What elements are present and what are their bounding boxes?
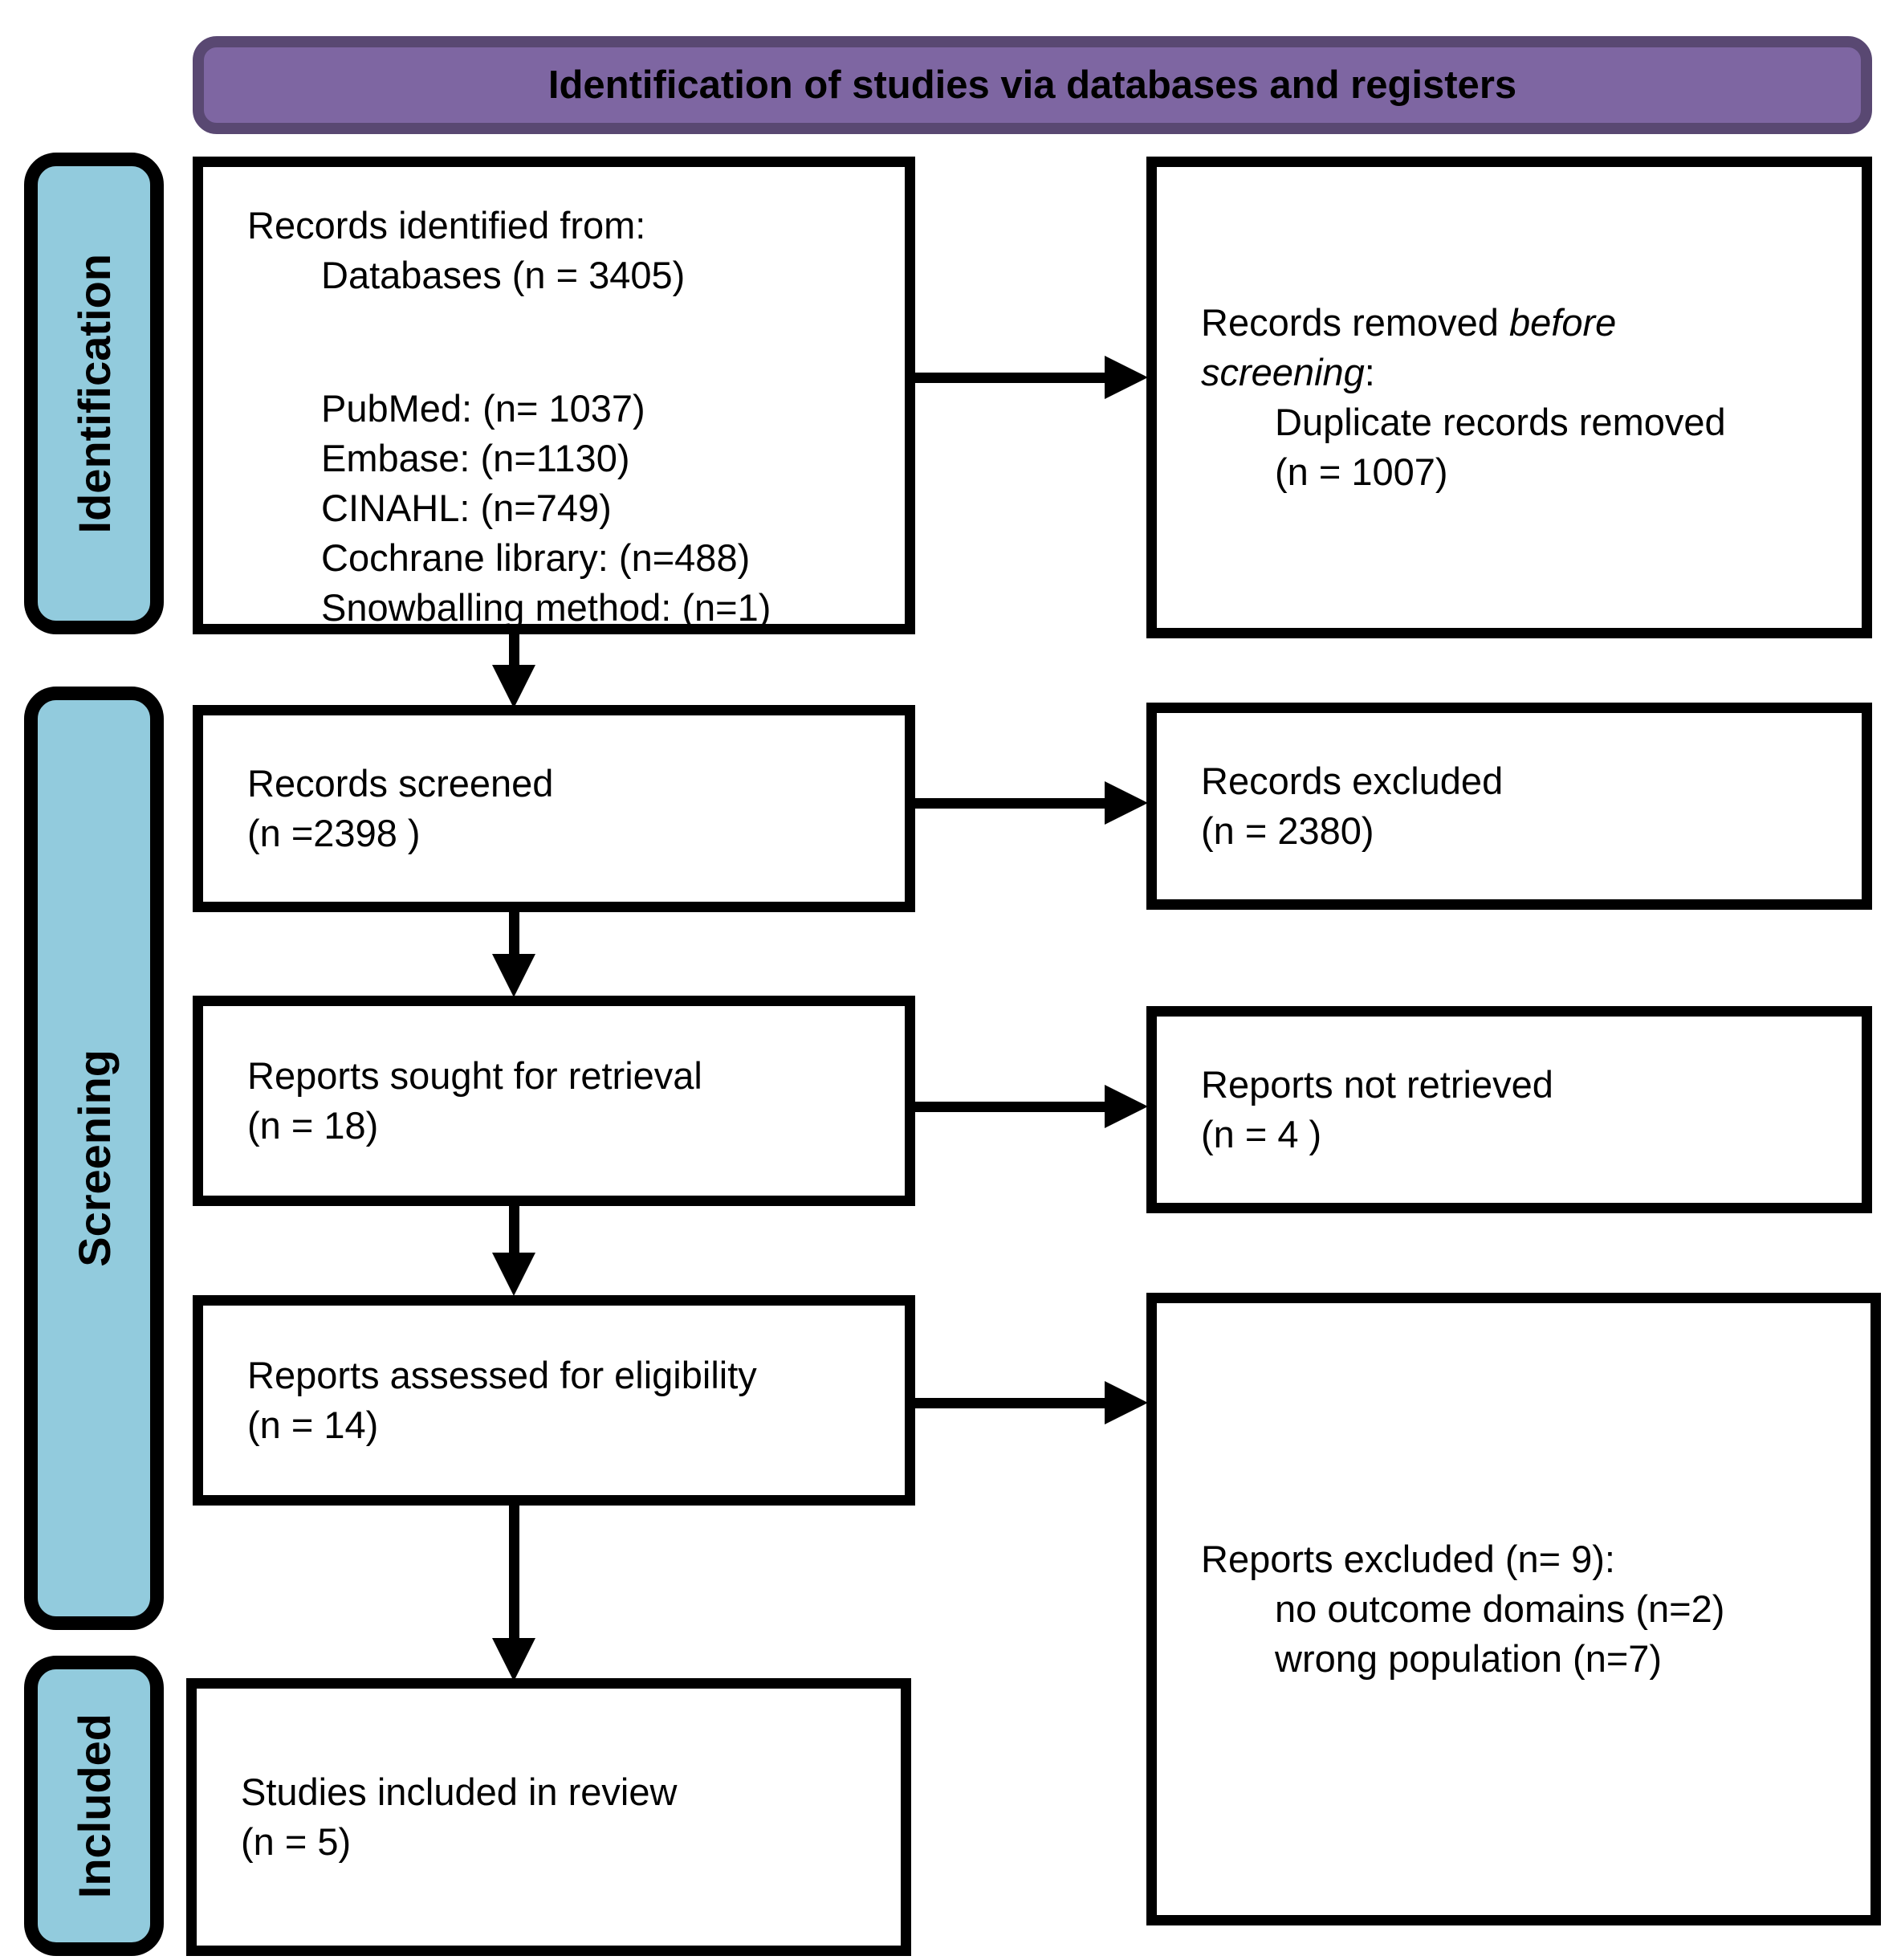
arrow-assessed-to-included-line: [509, 1503, 519, 1640]
arrow-assessed-to-excluded-head: [1105, 1381, 1148, 1424]
records-removed-detail1: Duplicate records removed: [1275, 401, 1726, 443]
stage-label-screening: Screening: [24, 687, 164, 1630]
arrow-sought-to-assessed-line: [509, 1203, 519, 1254]
arrow-identified-to-screened-line: [509, 630, 519, 671]
box-records-excluded: Records excluded (n = 2380): [1146, 703, 1872, 910]
arrow-identified-to-screened-head: [492, 665, 535, 708]
source-cinahl: CINAHL: (n=749): [321, 487, 612, 529]
reports-assessed-line2: (n = 14): [247, 1404, 379, 1446]
box-records-identified: Records identified from: Databases (n = …: [193, 157, 915, 634]
reports-not-retrieved-line1: Reports not retrieved: [1201, 1063, 1553, 1106]
records-removed-line1: Records removed before: [1201, 298, 1838, 348]
box-reports-excluded: Reports excluded (n= 9): no outcome doma…: [1146, 1293, 1881, 1925]
records-identified-databases: Databases (n = 3405): [321, 254, 686, 296]
reports-excluded-reason-2: wrong population (n=7): [1275, 1637, 1663, 1680]
reports-sought-line2: (n = 18): [247, 1104, 379, 1147]
banner-title-text: Identification of studies via databases …: [548, 63, 1517, 107]
box-studies-included: Studies included in review (n = 5): [186, 1678, 911, 1956]
arrow-sought-to-assessed-head: [492, 1253, 535, 1296]
records-removed-line1-italic: before: [1509, 301, 1617, 344]
box-reports-not-retrieved: Reports not retrieved (n = 4 ): [1146, 1006, 1872, 1213]
arrow-screened-to-excluded-line: [915, 798, 1108, 809]
arrow-sought-to-not-retrieved-line: [915, 1102, 1108, 1112]
box-records-removed: Records removed before screening: Duplic…: [1146, 157, 1872, 638]
records-excluded-line1: Records excluded: [1201, 760, 1504, 802]
spacer: [247, 300, 881, 384]
records-removed-detail2: (n = 1007): [1275, 450, 1448, 493]
records-screened-line2: (n =2398 ): [247, 812, 421, 854]
records-identified-header: Records identified from:: [247, 204, 646, 247]
arrow-screened-to-sought-line: [509, 907, 519, 957]
box-reports-sought: Reports sought for retrieval (n = 18): [193, 996, 915, 1206]
banner-title: Identification of studies via databases …: [193, 36, 1872, 134]
arrow-sought-to-not-retrieved-head: [1105, 1085, 1148, 1128]
studies-included-line1: Studies included in review: [241, 1771, 678, 1813]
reports-sought-line1: Reports sought for retrieval: [247, 1054, 702, 1097]
reports-excluded-header: Reports excluded (n= 9):: [1201, 1538, 1615, 1580]
source-pubmed: PubMed: (n= 1037): [321, 387, 645, 430]
records-removed-line2-italic: screening: [1201, 351, 1365, 393]
records-removed-line2-normal: :: [1364, 351, 1375, 393]
stage-label-identification: Identification: [24, 153, 164, 634]
source-cochrane: Cochrane library: (n=488): [321, 536, 751, 579]
studies-included-line2: (n = 5): [241, 1820, 352, 1863]
stage-label-screening-text: Screening: [68, 1049, 120, 1267]
arrow-identified-to-removed-line: [915, 373, 1108, 383]
records-excluded-line2: (n = 2380): [1201, 809, 1374, 852]
records-removed-line1-normal: Records removed: [1201, 301, 1509, 344]
box-reports-assessed: Reports assessed for eligibility (n = 14…: [193, 1295, 915, 1506]
arrow-assessed-to-excluded-line: [915, 1398, 1108, 1408]
arrow-screened-to-excluded-head: [1105, 781, 1148, 825]
source-embase: Embase: (n=1130): [321, 437, 630, 479]
stage-label-included-text: Included: [68, 1713, 120, 1899]
stage-label-included: Included: [24, 1656, 164, 1956]
box-records-screened: Records screened (n =2398 ): [193, 705, 915, 912]
stage-label-identification-text: Identification: [68, 253, 120, 534]
reports-excluded-reason-1: no outcome domains (n=2): [1275, 1587, 1725, 1630]
arrow-assessed-to-included-head: [492, 1638, 535, 1681]
arrow-identified-to-removed-head: [1105, 356, 1148, 399]
records-screened-line1: Records screened: [247, 762, 554, 805]
records-removed-line2: screening:: [1201, 348, 1838, 397]
reports-assessed-line1: Reports assessed for eligibility: [247, 1354, 757, 1396]
source-snowballing: Snowballing method: (n=1): [321, 586, 771, 629]
reports-not-retrieved-line2: (n = 4 ): [1201, 1113, 1322, 1155]
arrow-screened-to-sought-head: [492, 954, 535, 997]
